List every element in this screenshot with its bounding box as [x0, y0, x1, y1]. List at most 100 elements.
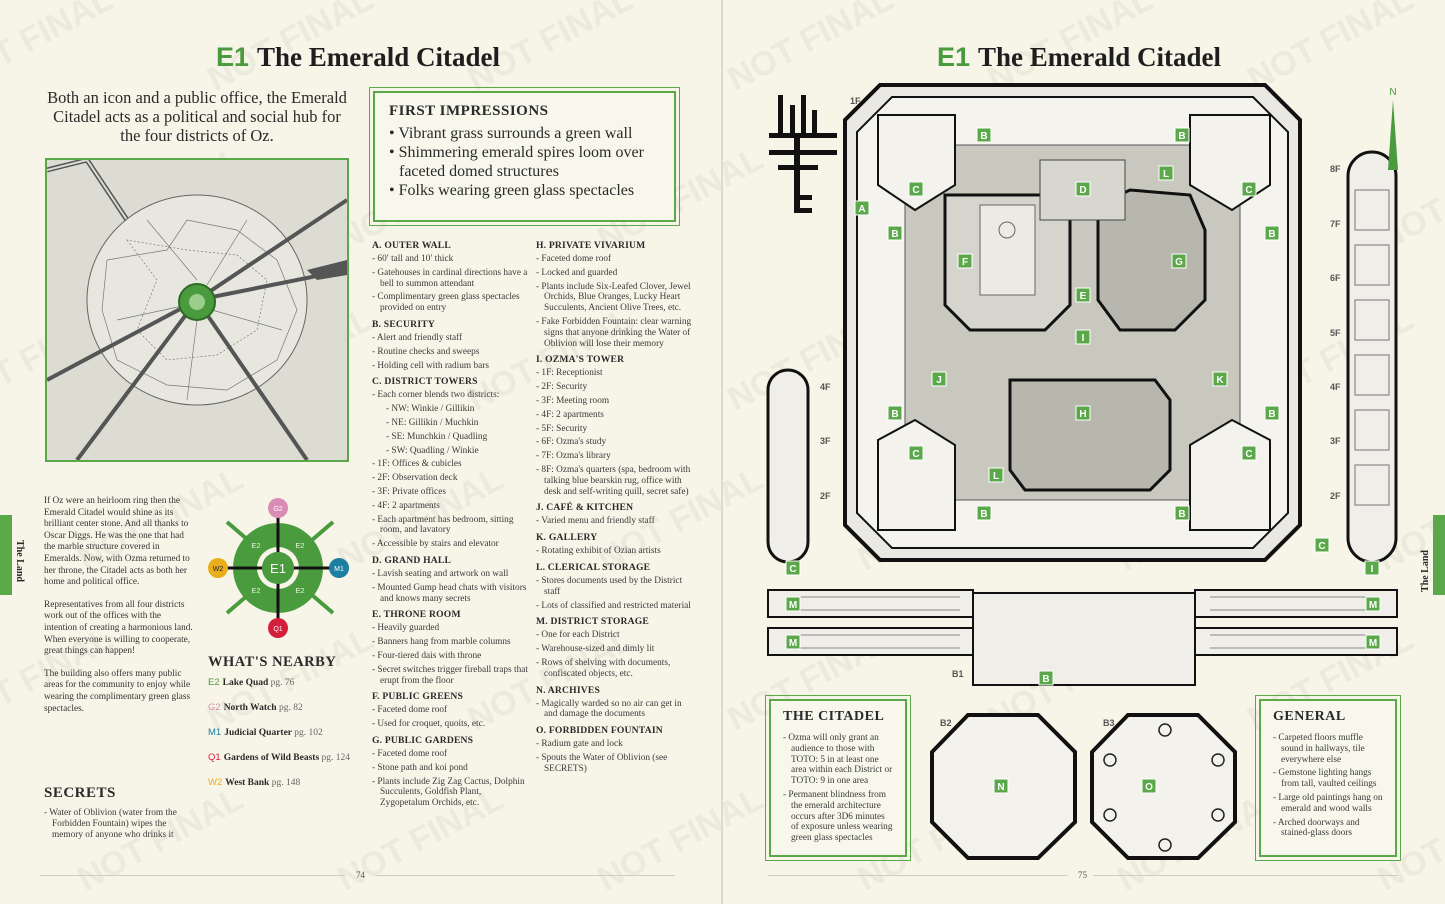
map-marker-label: I: [1082, 333, 1085, 344]
map-marker-label: M: [789, 638, 797, 649]
map-marker-label: C: [1245, 185, 1252, 196]
the-citadel-box: THE CITADEL Ozma will only grant an audi…: [765, 695, 911, 861]
map-marker-label: C: [1318, 541, 1325, 552]
legend-item: 60′ tall and 10′ thick: [372, 254, 532, 265]
map-marker: [1264, 225, 1280, 241]
nearby-name: North Watch: [223, 703, 277, 713]
floor-label: B1: [952, 669, 964, 679]
legend-heading: D. GRAND HALL: [372, 554, 452, 566]
legend-item: SE: Munchkin / Quadling: [372, 432, 532, 443]
legend-column-1: A. OUTER WALL60′ tall and 10′ thickGateh…: [372, 235, 532, 812]
map-marker-label: C: [1245, 449, 1252, 460]
map-marker: [785, 596, 801, 612]
legend-item: Radium gate and lock: [536, 739, 696, 750]
legend-item: 3F: Meeting room: [536, 396, 696, 407]
map-marker-label: C: [912, 185, 919, 196]
legend-item: Mounted Gump head chats with visitors an…: [372, 583, 532, 605]
legend-item: Heavily guarded: [372, 623, 532, 634]
nearby-page: pg. 124: [321, 753, 351, 763]
map-marker: [976, 505, 992, 521]
legend-item: 2F: Observation deck: [372, 473, 532, 484]
floor-label: 5F: [1330, 328, 1341, 338]
page-number: 75: [1078, 870, 1087, 880]
legend-column-2: H. PRIVATE VIVARIUMFaceted dome roofLock…: [536, 235, 696, 778]
legend-heading: N. ARCHIVES: [536, 684, 601, 696]
map-marker: [1364, 560, 1380, 576]
legend-item: Stone path and koi pond: [372, 763, 532, 774]
map-marker: [785, 560, 801, 576]
legend-item: Faceted dome roof: [536, 254, 696, 265]
nearby-code: G2: [208, 702, 221, 713]
map-marker: [976, 127, 992, 143]
legend-item: Four-tiered dais with throne: [372, 651, 532, 662]
floor-label: 3F: [820, 436, 831, 446]
legend-heading: B. SECURITY: [372, 318, 435, 330]
legend-heading: L. CLERICAL STORAGE: [536, 561, 651, 573]
map-marker-label: B: [1178, 509, 1185, 520]
legend-item: Lavish seating and artwork on wall: [372, 569, 532, 580]
map-marker: [1264, 405, 1280, 421]
map-marker: [908, 445, 924, 461]
map-marker-label: L: [1163, 169, 1169, 180]
map-marker: [1141, 778, 1157, 794]
map-marker-label: A: [858, 204, 865, 215]
legend-item: Banners hang from marble columns: [372, 637, 532, 648]
nearby-code: W2: [208, 777, 223, 788]
map-marker: [988, 467, 1004, 483]
intro-text: Both an icon and a public office, the Em…: [47, 88, 347, 145]
nearby-code: M1: [208, 727, 222, 738]
floor-label: 6F: [1330, 273, 1341, 283]
map-marker-label: K: [1216, 375, 1224, 386]
legend-heading: M. DISTRICT STORAGE: [536, 616, 650, 628]
legend-heading: E. THRONE ROOM: [372, 609, 461, 621]
legend-item: Secret switches trigger fireball traps t…: [372, 665, 532, 687]
secrets-section: SECRETS Water of Oblivion (water from th…: [44, 785, 194, 843]
legend-heading: H. PRIVATE VIVARIUM: [536, 240, 646, 251]
legend-heading: G. PUBLIC GARDENS: [372, 734, 474, 746]
nearby-page: pg. 76: [270, 678, 295, 688]
map-marker-label: B: [1178, 131, 1185, 142]
map-marker: [1365, 596, 1381, 612]
map-marker-label: B: [980, 131, 987, 142]
map-marker-label: J: [936, 375, 942, 386]
map-marker: [993, 778, 1009, 794]
map-marker: [1212, 371, 1228, 387]
ring-label: E2: [251, 586, 260, 595]
legend-item: Fake Forbidden Fountain: clear warning s…: [536, 317, 696, 349]
floor-label: 4F: [1330, 382, 1341, 392]
section-tab[interactable]: [1433, 515, 1445, 595]
legend-item: Plants include Zig Zag Cactus, Dolphin S…: [372, 777, 532, 809]
map-marker-label: L: [993, 471, 999, 482]
legend-item: One for each District: [536, 630, 696, 641]
floor-label: 8F: [1330, 164, 1341, 174]
map-marker-label: E: [1080, 291, 1087, 302]
map-marker: [1038, 670, 1054, 686]
map-marker-label: B: [980, 509, 987, 520]
legend-item: NW: Winkie / Gillikin: [372, 404, 532, 415]
node-north: G2: [273, 506, 282, 513]
map-marker-label: C: [912, 449, 919, 460]
floor-label: 4F: [820, 382, 831, 392]
ring-label: E2: [295, 586, 304, 595]
citadel-item: Ozma will only grant an audience to thos…: [783, 733, 893, 787]
map-marker: [854, 200, 870, 216]
floor-label: 3F: [1330, 436, 1341, 446]
nearby-name: Judicial Quarter: [224, 728, 292, 738]
section-tab[interactable]: [0, 515, 12, 595]
floor-label: B2: [940, 718, 952, 728]
map-marker-label: M: [789, 600, 797, 611]
legend-item: Varied menu and friendly staff: [536, 516, 696, 527]
floor-label: 7F: [1330, 219, 1341, 229]
floor-label: 2F: [820, 491, 831, 501]
legend-item: 2F: Security: [536, 382, 696, 393]
legend-item: Rows of shelving with documents, confisc…: [536, 658, 696, 680]
map-marker-label: B: [1042, 674, 1049, 685]
floor-label: B3: [1103, 718, 1115, 728]
citadel-emblem-icon: [769, 95, 837, 213]
legend-item: Each corner blends two districts:: [372, 390, 532, 401]
